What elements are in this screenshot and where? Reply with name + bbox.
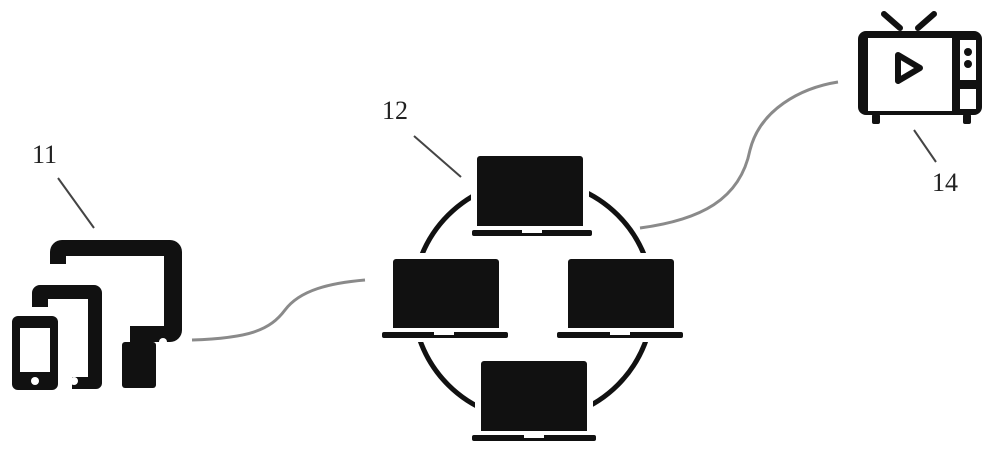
- leader-14: [913, 129, 937, 163]
- tv-play-icon: [858, 11, 982, 124]
- leader-11: [57, 177, 95, 229]
- node-label-11: 11: [32, 140, 58, 169]
- laptop-icon-left: [378, 253, 512, 342]
- laptop-icon-right: [553, 253, 687, 342]
- laptop-ring-network-icon: [378, 150, 687, 445]
- leader-12: [413, 135, 462, 178]
- connector-11-12: [191, 278, 366, 342]
- connector-12-14: [639, 80, 839, 230]
- laptop-icon-bottom: [468, 355, 600, 445]
- node-label-14: 14: [932, 168, 958, 197]
- node-label-12: 12: [382, 96, 408, 125]
- laptop-icon-top: [468, 150, 596, 240]
